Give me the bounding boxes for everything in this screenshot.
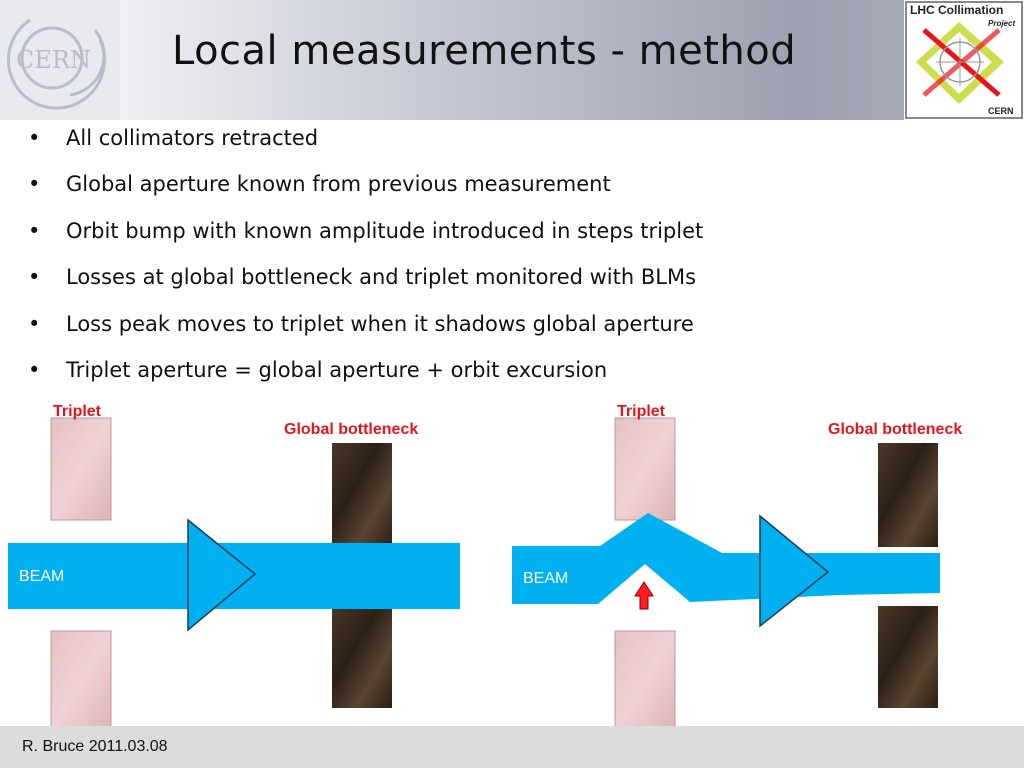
triplet-label: Triplet <box>53 403 102 420</box>
bullet-text: Triplet aperture = global aperture + orb… <box>66 357 608 382</box>
beam-arrow <box>187 518 257 632</box>
global-bottleneck-label: Global bottleneck <box>828 421 962 438</box>
bullet-item: • Losses at global bottleneck and triplet… <box>28 263 703 309</box>
bullet-item: • Loss peak moves to triplet when it shad… <box>28 310 703 356</box>
footer-author-date: R. Bruce 2011.03.08 <box>22 738 168 755</box>
bullet-item: • All collimators retracted <box>28 124 703 170</box>
bullet-dot: • <box>28 357 41 382</box>
footer-bar: R. Bruce 2011.03.08 <box>0 726 1024 768</box>
triplet-block-lower <box>614 630 676 726</box>
cern-logo: CERN <box>0 0 120 120</box>
beam-bump <box>512 513 940 604</box>
triplet-block-lower <box>50 630 112 726</box>
bottleneck-block-upper <box>332 443 392 547</box>
bullet-text: Loss peak moves to triplet when it shado… <box>66 311 694 336</box>
bullet-dot: • <box>28 126 41 150</box>
triplet-label: Triplet <box>617 403 666 420</box>
global-bottleneck-label: Global bottleneck <box>284 421 418 438</box>
lhc-logo-title: LHC Collimation <box>910 3 1003 17</box>
bottleneck-block-upper <box>878 443 938 547</box>
beam-label: BEAM <box>19 568 64 585</box>
bottleneck-block-lower <box>878 606 938 708</box>
lhc-logo-subtitle: Project <box>988 19 1015 28</box>
bullet-dot: • <box>28 265 41 290</box>
beam-label: BEAM <box>523 570 568 587</box>
bullet-text: Losses at global bottleneck and triplet … <box>66 265 697 290</box>
bullet-item: • Global aperture known from previous mea… <box>28 170 703 216</box>
bullet-text: Orbit bump with known amplitude introduc… <box>66 218 704 243</box>
title-bar: CERN Local measurements - method LHC Col… <box>0 0 1024 120</box>
lhc-logo-cern: CERN <box>988 106 1014 116</box>
triplet-block-upper <box>614 417 676 521</box>
bullet-text: Global aperture known from previous meas… <box>66 172 611 197</box>
slide-title: Local measurements - method <box>172 28 797 74</box>
orbit-bump-arrow-icon <box>634 581 654 610</box>
bullet-dot: • <box>28 172 41 197</box>
bullet-dot: • <box>28 218 41 243</box>
diagram-right: Triplet Global bottleneck BEAM <box>512 403 962 726</box>
lhc-collimation-logo: LHC Collimation Project CERN <box>904 0 1024 120</box>
bullet-text: All collimators retracted <box>66 126 319 150</box>
bottleneck-block-lower <box>332 604 392 708</box>
aperture-diagram: Triplet Global bottleneck BEAM Triplet G… <box>0 396 1024 726</box>
bullet-dot: • <box>28 311 41 336</box>
triplet-block-upper <box>50 417 112 521</box>
bullet-list: • All collimators retracted • Global apert… <box>28 124 703 402</box>
beam-arrow <box>759 514 830 628</box>
bullet-item: • Triplet aperture = global aperture + or… <box>28 356 703 402</box>
cern-logo-text: CERN <box>16 46 91 74</box>
bullet-item: • Orbit bump with known amplitude introdu… <box>28 217 703 263</box>
diagram-left: Triplet Global bottleneck BEAM <box>8 403 460 726</box>
